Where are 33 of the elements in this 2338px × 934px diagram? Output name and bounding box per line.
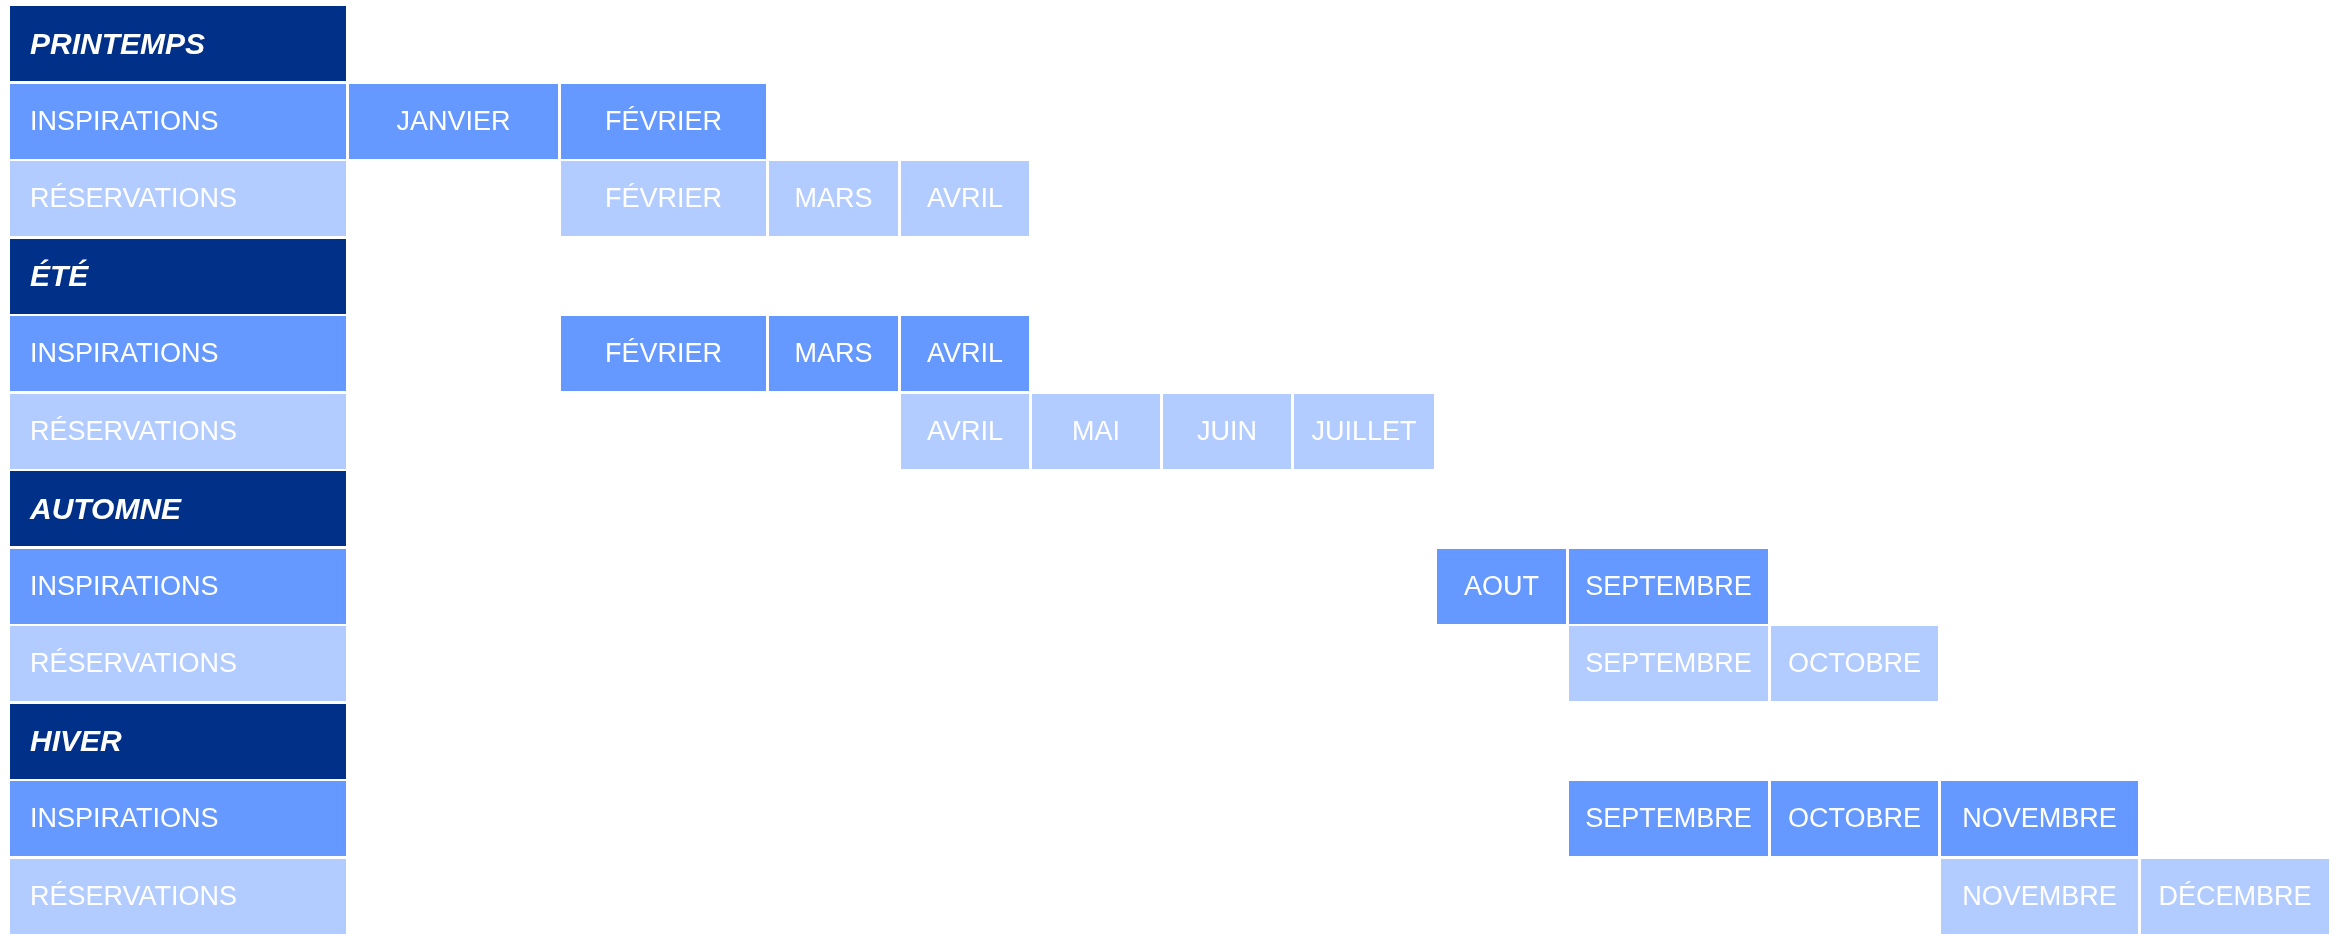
inspiration-bar: NOVEMBRE: [1941, 781, 2138, 856]
inspiration-bar: AVRIL: [901, 316, 1029, 391]
reservation-bar: AVRIL: [901, 393, 1029, 469]
season-header: HIVER: [10, 703, 346, 779]
inspiration-bar: AOUT: [1437, 548, 1566, 624]
inspiration-bar: FÉVRIER: [561, 83, 766, 159]
reservation-bar: MARS: [769, 161, 898, 236]
reservation-label: RÉSERVATIONS: [10, 626, 346, 701]
inspiration-bar: FÉVRIER: [561, 316, 766, 391]
inspiration-bar: OCTOBRE: [1771, 781, 1938, 856]
reservation-bar: AVRIL: [901, 161, 1029, 236]
reservation-bar: JUILLET: [1294, 393, 1434, 469]
inspiration-bar: JANVIER: [349, 83, 558, 159]
reservation-label: RÉSERVATIONS: [10, 161, 346, 236]
reservation-bar: DÉCEMBRE: [2141, 858, 2329, 934]
reservation-bar: NOVEMBRE: [1941, 858, 2138, 934]
inspiration-label: INSPIRATIONS: [10, 83, 346, 159]
reservation-bar: MAI: [1032, 393, 1160, 469]
season-header: PRINTEMPS: [10, 6, 346, 81]
inspiration-bar: SEPTEMBRE: [1569, 781, 1768, 856]
reservation-label: RÉSERVATIONS: [10, 858, 346, 934]
reservation-bar: OCTOBRE: [1771, 626, 1938, 701]
reservation-label: RÉSERVATIONS: [10, 393, 346, 469]
inspiration-label: INSPIRATIONS: [10, 316, 346, 391]
season-header: ÉTÉ: [10, 238, 346, 314]
season-header: AUTOMNE: [10, 471, 346, 546]
reservation-bar: JUIN: [1163, 393, 1291, 469]
inspiration-label: INSPIRATIONS: [10, 781, 346, 856]
inspiration-bar: SEPTEMBRE: [1569, 548, 1768, 624]
reservation-bar: SEPTEMBRE: [1569, 626, 1768, 701]
inspiration-bar: MARS: [769, 316, 898, 391]
inspiration-label: INSPIRATIONS: [10, 548, 346, 624]
reservation-bar: FÉVRIER: [561, 161, 766, 236]
